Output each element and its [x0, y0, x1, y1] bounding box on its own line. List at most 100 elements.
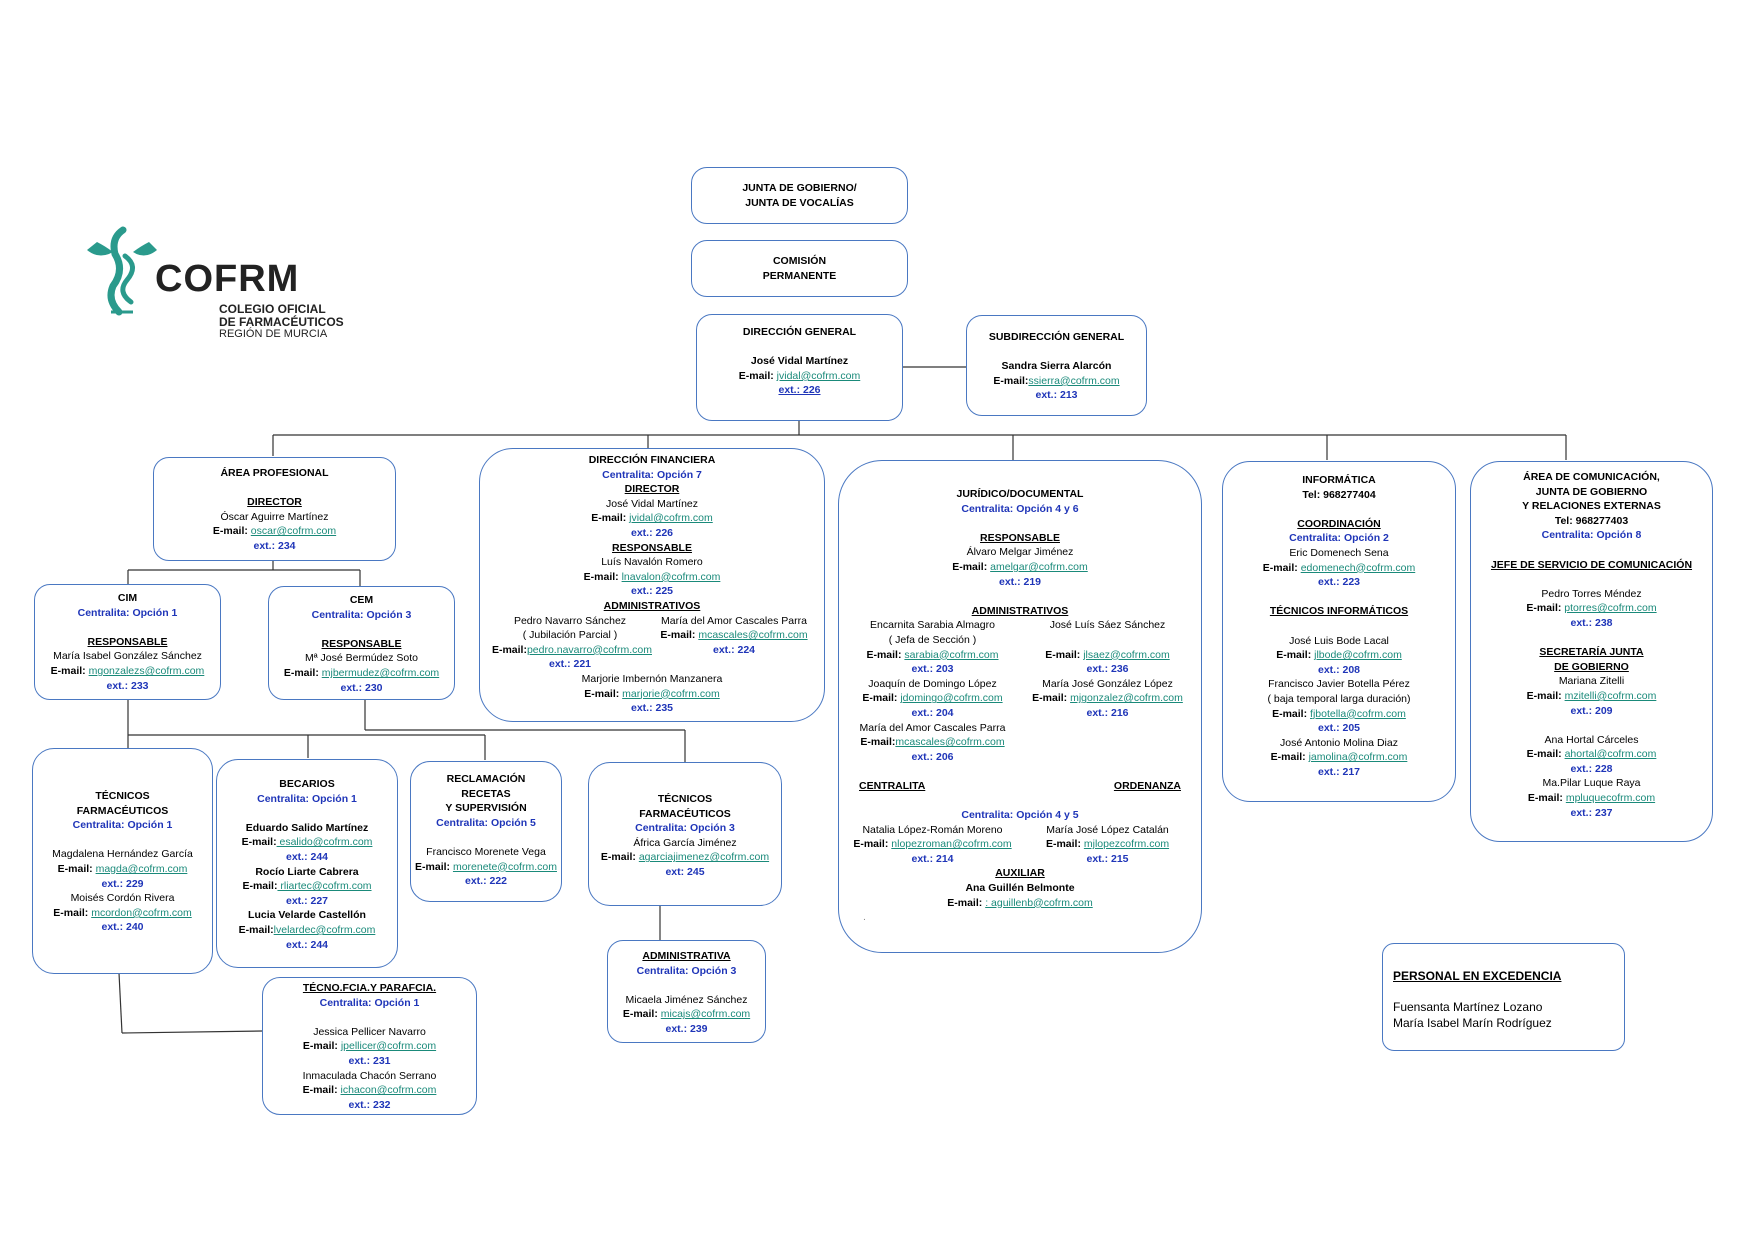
junta-line-1: JUNTA DE GOBIERNO/	[742, 182, 857, 194]
cem-ext: ext.: 230	[340, 681, 383, 694]
informatica-coord-label: COORDINACIÓN	[1297, 517, 1381, 530]
comunicacion-jefe-ext: ext.: 238	[1570, 616, 1613, 629]
email-link[interactable]: fjbotella@cofrm.com	[1310, 707, 1406, 720]
email-link[interactable]: ahortal@cofrm.com	[1564, 748, 1657, 761]
tecno-fcia-parafcia-box: TÉCNO.FCIA.Y PARAFCIA. Centralita: Opció…	[262, 977, 477, 1115]
comunicacion-s2-name: Ana Hortal Cárceles	[1544, 733, 1639, 746]
email-label: E-mail:	[1527, 792, 1563, 805]
comunicacion-s3-ext: ext.: 237	[1570, 806, 1613, 819]
email-link[interactable]: ptorres@cofrm.com	[1564, 602, 1657, 615]
email-link[interactable]: pedro.navarro@cofrm.com	[526, 643, 652, 656]
email-link[interactable]: mcordon@cofrm.com	[91, 906, 192, 919]
email-link[interactable]: mcascales@cofrm.com	[895, 736, 1005, 749]
cim-ext: ext.: 233	[106, 679, 149, 692]
email-link[interactable]: marjorie@cofrm.com	[622, 687, 720, 700]
email-link[interactable]: mjlopezcofrm.com	[1083, 838, 1170, 851]
informatica-coord-name: Eric Domenech Sena	[1289, 546, 1389, 559]
financiera-director-ext: ext.: 226	[630, 526, 674, 539]
cim-centralita: Centralita: Opción 1	[77, 606, 178, 619]
email-link[interactable]: magda@cofrm.com	[95, 862, 188, 875]
informatica-t1-ext: ext.: 208	[1317, 663, 1361, 676]
email-link[interactable]: jdomingo@cofrm.com	[900, 692, 1003, 705]
direccion-general-box: DIRECCIÓN GENERAL José Vidal Martínez E-…	[696, 314, 903, 421]
informatica-tel: Tel: 968277404	[1302, 488, 1376, 501]
email-link[interactable]: ichacon@cofrm.com	[340, 1084, 437, 1097]
area-profesional-box: ÁREA PROFESIONAL DIRECTOR Óscar Aguirre …	[153, 457, 396, 561]
tecnicos2-centralita: Centralita: Opción 3	[635, 822, 735, 835]
email-link[interactable]: edomenech@cofrm.com	[1300, 561, 1416, 574]
email-link[interactable]: mzitelli@cofrm.com	[1564, 689, 1657, 702]
email-link[interactable]: oscar@cofrm.com	[250, 525, 337, 538]
informatica-title: INFORMÁTICA	[1302, 474, 1376, 486]
financiera-a2-ext: ext.: 224	[712, 643, 756, 656]
email-link[interactable]: esalido@cofrm.com	[276, 836, 373, 849]
tecnicos2-p1-ext: ext: 245	[665, 865, 705, 878]
juridico-admin-label: ADMINISTRATIVOS	[971, 604, 1069, 617]
email-label: E-mail:	[1276, 649, 1312, 662]
logo-wordmark: COFRM	[155, 258, 300, 300]
email-label: E-mail:	[283, 666, 319, 679]
email-link[interactable]: mgonzalezs@cofrm.com	[88, 664, 205, 677]
email-link[interactable]: : aguillenb@cofrm.com	[985, 896, 1093, 909]
financiera-resp-name: Luís Navalón Romero	[601, 556, 703, 569]
comunicacion-sec-label-1: SECRETARÍA JUNTA	[1539, 646, 1644, 659]
juridico-c1-ext: ext.: 214	[911, 852, 954, 865]
email-link[interactable]: nlopezroman@cofrm.com	[891, 838, 1012, 851]
email-link[interactable]: lvelardec@cofrm.com	[273, 923, 376, 936]
juridico-aux-name: Ana Guillén Belmonte	[965, 882, 1075, 895]
reclamacion-recetas-box: RECLAMACIÓN RECETAS Y SUPERVISIÓN Centra…	[410, 761, 562, 902]
email-label: E-mail:	[1045, 648, 1081, 661]
tecnofcia-p1-name: Jessica Pellicer Navarro	[313, 1025, 426, 1038]
tecnicos2-title-1: TÉCNICOS	[657, 793, 713, 805]
email-link[interactable]: micajs@cofrm.com	[660, 1008, 751, 1021]
email-link[interactable]: morenete@cofrm.com	[452, 860, 557, 873]
tecnofcia-p2-name: Inmaculada Chacón Serrano	[302, 1069, 437, 1082]
email-label: E-mail:	[600, 851, 636, 864]
informatica-centralita: Centralita: Opción 2	[1289, 532, 1389, 545]
financiera-director-label: DIRECTOR	[624, 483, 680, 496]
becarios-p3-ext: ext.: 244	[285, 938, 329, 951]
email-link[interactable]: amelgar@cofrm.com	[990, 560, 1088, 573]
tecnicos1-title-2: FARMACÉUTICOS	[76, 804, 169, 817]
email-link[interactable]: mpluquecofrm.com	[1565, 792, 1656, 805]
email-link[interactable]: rliartec@cofrm.com	[277, 880, 372, 893]
juridico-resp-name: Álvaro Melgar Jiménez	[966, 546, 1074, 559]
email-label: E-mail:	[1045, 838, 1081, 851]
email-link[interactable]: lnavalon@cofrm.com	[621, 570, 721, 583]
financiera-admin-label: ADMINISTRATIVOS	[603, 599, 701, 612]
juridico-c1-name: Natalia López-Román Moreno	[862, 823, 1003, 836]
email-label: E-mail:	[993, 374, 1029, 387]
juridico-a3-name: Joaquín de Domingo López	[868, 677, 997, 690]
direccion-name: José Vidal Martínez	[750, 355, 849, 368]
comunicacion-title-1: ÁREA DE COMUNICACIÓN,	[1523, 471, 1660, 483]
comunicacion-s1-name: Mariana Zitelli	[1558, 675, 1625, 688]
becarios-p2-ext: ext.: 227	[285, 894, 329, 907]
juridico-a4-ext: ext.: 216	[1086, 706, 1129, 719]
email-label: E-mail:	[212, 525, 248, 538]
email-label: E-mail:	[584, 687, 620, 700]
email-link[interactable]: mjgonzalez@cofrm.com	[1070, 692, 1183, 705]
caduceus-logo-icon	[87, 226, 157, 316]
comunicacion-box: ÁREA DE COMUNICACIÓN, JUNTA DE GOBIERNO …	[1470, 461, 1713, 842]
email-link[interactable]: jvidal@cofrm.com	[776, 369, 861, 382]
email-link[interactable]: jlsaez@cofrm.com	[1083, 648, 1170, 661]
email-link[interactable]: jlbode@cofrm.com	[1314, 649, 1402, 662]
email-link[interactable]: mcascales@cofrm.com	[698, 629, 808, 642]
informatica-box: INFORMÁTICA Tel: 968277404 COORDINACIÓN …	[1222, 461, 1456, 802]
tecnicos2-title-2: FARMACÉUTICOS	[639, 807, 731, 820]
email-link[interactable]: mjbermudez@cofrm.com	[321, 666, 440, 679]
juridico-a5-ext: ext.: 206	[911, 750, 954, 763]
email-link[interactable]: agarciajimenez@cofrm.com	[638, 851, 770, 864]
administrativa-centralita: Centralita: Opción 3	[636, 964, 737, 977]
subdireccion-ext: ext.: 213	[1035, 389, 1078, 402]
reclamacion-title-2: RECETAS	[461, 787, 511, 800]
email-link[interactable]: jpellicer@cofrm.com	[340, 1040, 437, 1053]
subdireccion-general-box: SUBDIRECCIÓN GENERAL Sandra Sierra Alarc…	[966, 315, 1147, 416]
email-link[interactable]: jvidal@cofrm.com	[629, 512, 713, 525]
email-link[interactable]: sarabia@cofrm.com	[904, 648, 999, 661]
cem-title: CEM	[349, 594, 374, 606]
email-label: E-mail:	[1526, 602, 1562, 615]
email-link[interactable]: ssierra@cofrm.com	[1028, 374, 1120, 387]
email-link[interactable]: jamolina@cofrm.com	[1308, 751, 1408, 764]
informatica-t2-ext: ext.: 205	[1317, 722, 1361, 735]
